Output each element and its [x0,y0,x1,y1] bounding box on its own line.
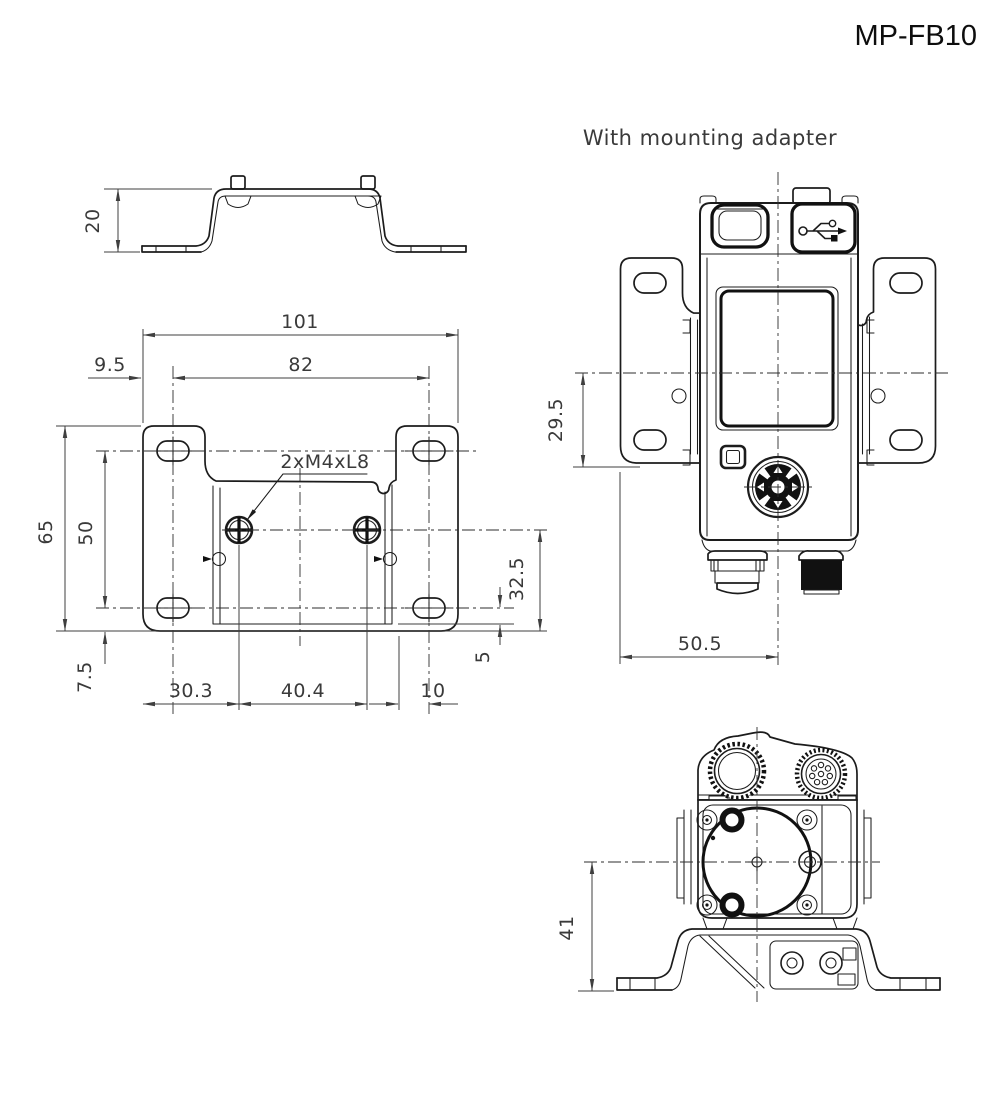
dim-adapter-offset: 29.5 [545,398,567,442]
bracket-stud-left [230,175,246,190]
usb-port-door[interactable] [790,202,857,254]
dim-slot-to-step: 5 [472,651,494,664]
dim-screw-left-offset: 30.3 [169,680,213,702]
drawing-title: MP-FB10 [855,20,977,52]
lens-connector-front [707,550,768,595]
bracket-stud-right [360,175,376,190]
dowel-pin-left [211,551,227,567]
display-screen [715,286,839,431]
m12-pins [808,761,834,786]
bracket-side-view: 20 [82,175,467,253]
usb-icon [798,219,847,242]
dim-bottom-offset: 7.5 [74,661,96,693]
dim-plate-height: 65 [35,519,57,544]
dim-axis-to-base: 41 [556,915,578,940]
mounting-plate-front-view: 101 82 9.5 65 50 7.5 30.3 40.4 10 32.5 5… [35,311,575,714]
dim-bracket-height: 20 [82,208,104,233]
dim-screw-pitch: 40.4 [281,680,325,702]
dim-slot-pitch-v: 50 [75,520,97,545]
dim-left-offset: 9.5 [94,354,126,376]
top-tab [792,187,831,205]
adapter-slot-holes [633,272,923,451]
view-caption: With mounting adapter [583,126,837,150]
dim-center-to-bottom: 32.5 [506,557,528,601]
screw-thread-callout: 2xM4xL8 [280,451,369,473]
sensor-bottom-view: 41 [556,727,941,1002]
dim-slot-pitch-h: 82 [288,354,313,376]
clamp-pin-left [671,388,687,404]
base-screws [696,807,822,918]
function-button[interactable] [719,444,747,470]
m12-connector-bottom [794,747,848,801]
m12-connector-front [798,550,844,595]
top-cover-button[interactable] [710,203,770,249]
dim-plate-width: 101 [281,311,319,333]
dowel-pin-right [382,551,398,567]
clamp-pin-right [870,388,886,404]
lens-connector-bottom [707,741,767,801]
bracket-bottom-profile [616,928,941,991]
sensor-front-view: 29.5 50.5 [545,172,952,667]
dim-edge-to-center: 50.5 [678,633,722,655]
dim-right-offset: 10 [420,680,445,702]
